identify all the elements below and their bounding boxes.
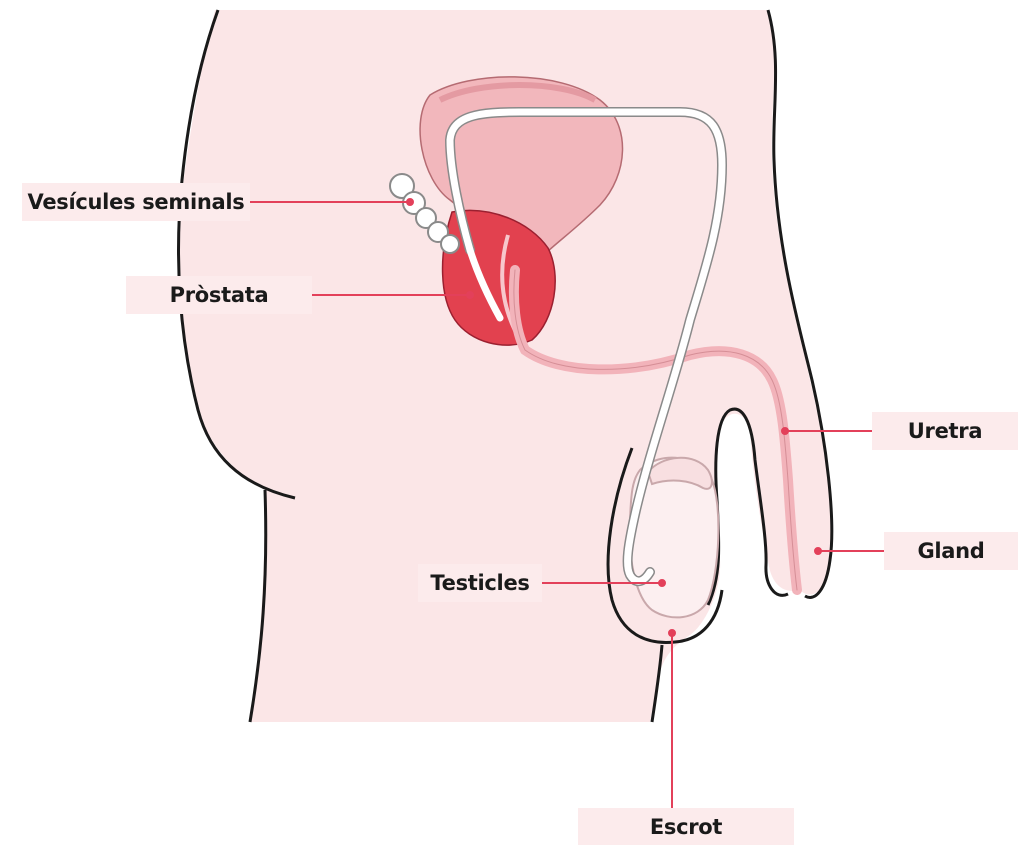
label-prostate-text: Pròstata — [170, 283, 269, 307]
leader-dot-scrotum — [669, 630, 675, 636]
label-scrotum: Escrot — [578, 808, 794, 845]
leader-dot-prostate — [467, 292, 473, 298]
label-seminal-vesicles: Vesícules seminals — [22, 183, 250, 221]
label-urethra-text: Uretra — [908, 419, 982, 443]
leader-dot-glans — [815, 548, 821, 554]
leader-dot-seminal-vesicles — [407, 199, 413, 205]
label-testicles: Testicles — [418, 564, 542, 602]
label-testicles-text: Testicles — [430, 571, 529, 595]
label-glans-text: Gland — [917, 539, 984, 563]
leader-dot-testicles — [659, 580, 665, 586]
label-urethra: Uretra — [872, 412, 1018, 450]
label-prostate: Pròstata — [126, 276, 312, 314]
leader-dot-urethra — [782, 428, 788, 434]
label-glans: Gland — [884, 532, 1018, 570]
label-scrotum-text: Escrot — [650, 815, 722, 839]
label-seminal-vesicles-text: Vesícules seminals — [28, 190, 245, 214]
